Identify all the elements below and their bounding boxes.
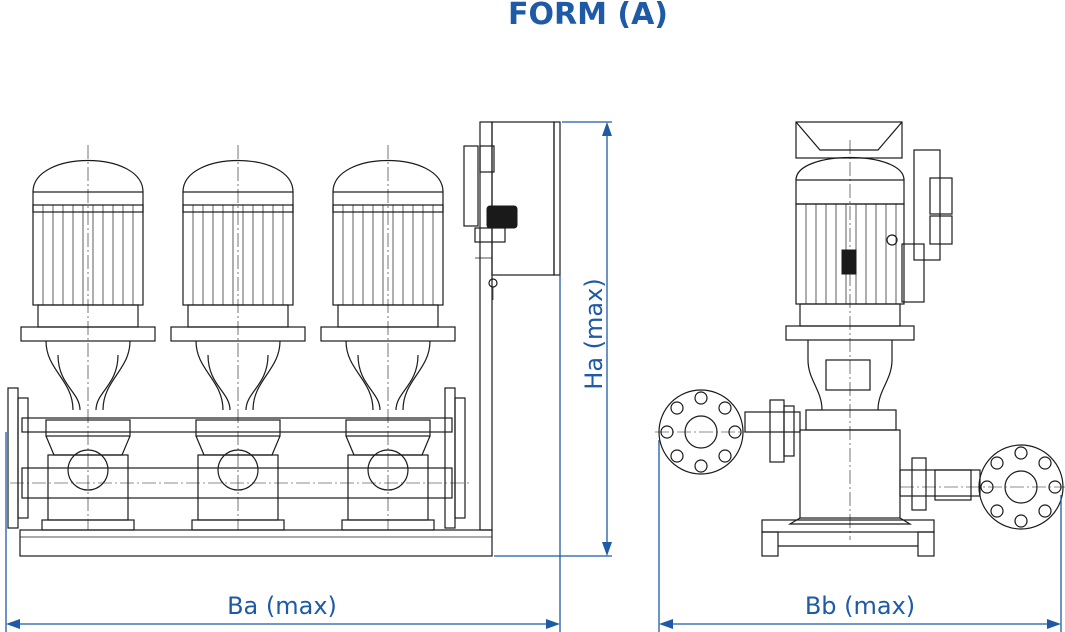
ba-dimension: Ba (max) bbox=[5, 275, 561, 632]
front-view bbox=[7, 121, 561, 557]
bb-dimension: Bb (max) bbox=[658, 440, 1062, 632]
ha-dimension: Ha (max) bbox=[494, 121, 612, 557]
discharge-manifold bbox=[21, 417, 453, 433]
pump-unit-1 bbox=[20, 159, 156, 531]
base-frame bbox=[19, 529, 493, 557]
control-panel-post bbox=[479, 121, 493, 531]
control-panel bbox=[463, 121, 561, 300]
ba-label: Ba (max) bbox=[227, 592, 337, 620]
drawing-title: FORM (A) bbox=[508, 0, 668, 32]
side-view bbox=[655, 121, 1065, 557]
bb-label: Bb (max) bbox=[805, 592, 915, 620]
ha-label: Ha (max) bbox=[580, 278, 608, 389]
